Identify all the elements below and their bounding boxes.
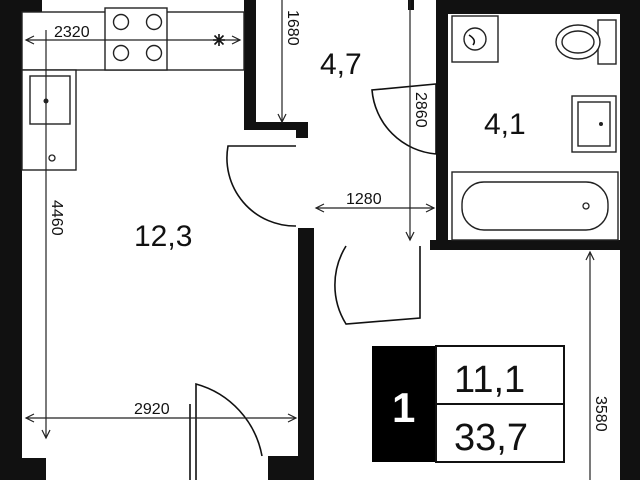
bath-wall-left: [436, 0, 448, 242]
burner-icon: [112, 13, 130, 31]
arrowhead-icon: [231, 35, 242, 45]
area-summary-badge: 1 11,1 33,7: [372, 345, 565, 463]
bathroom-sink-bowl-icon: [577, 101, 611, 147]
hall-door-swing: [334, 245, 421, 325]
bathroom-sink-drain-icon: [599, 122, 603, 126]
toilet-seat-icon: [561, 30, 595, 54]
entrance-door-swing: [195, 382, 263, 480]
sink-bowl-icon: [29, 75, 71, 125]
bath-wall-top: [436, 0, 620, 14]
rooms-count-box: [372, 346, 436, 462]
dimension-lines: [24, 0, 595, 480]
room-area-hall: 4,7: [320, 48, 362, 81]
hall-jamb-right: [408, 0, 414, 10]
dimension-label-kitchen-width: 2320: [54, 24, 90, 41]
bottom-wall-left: [22, 458, 46, 480]
arrowhead-icon: [41, 429, 51, 440]
corridor-wall-vertical: [244, 0, 256, 128]
arrowhead-icon: [24, 35, 35, 45]
dimension-label-bath-length: 2860: [412, 92, 429, 128]
right-exterior-wall: [620, 0, 640, 480]
bottom-wall-mid: [268, 456, 300, 480]
room-area-kitchen-living: 12,3: [134, 220, 192, 253]
bathroom-fixtures: [451, 15, 619, 241]
dimension-label-kitchen-depth: 4460: [48, 200, 65, 236]
washing-machine-drum-icon: [463, 27, 487, 51]
dimension-label-door-width: 1280: [346, 191, 382, 208]
dimension-label-corridor: 1680: [284, 10, 301, 46]
washing-machine-door-icon: [468, 34, 476, 46]
doors: [189, 83, 437, 480]
left-exterior-wall: [0, 0, 22, 480]
faucet-icon: [48, 154, 56, 162]
rooms-count: 1: [392, 384, 415, 431]
corridor-wall-jamb: [296, 122, 308, 138]
corridor-wall-horizontal: [244, 122, 304, 130]
arrowhead-icon: [287, 413, 298, 423]
arrowhead-icon: [24, 413, 35, 423]
arrowhead-icon: [425, 203, 436, 213]
dimension-label-right-length: 3580: [592, 396, 609, 432]
arrowhead-icon: [314, 203, 325, 213]
kitchen-door-swing: [226, 145, 297, 227]
living-area-value: 11,1: [454, 359, 525, 401]
burner-icon: [112, 44, 130, 62]
arrowhead-icon: [277, 113, 287, 124]
arrowhead-icon: [585, 250, 595, 261]
bathroom-door-swing: [371, 83, 437, 155]
dimension-label-room-width: 2920: [134, 401, 170, 418]
arrowhead-icon: [405, 231, 415, 242]
burner-icon: [145, 13, 163, 31]
room-area-bathroom: 4,1: [484, 108, 526, 141]
burner-icon: [145, 44, 163, 62]
bath-wall-bottom: [430, 240, 620, 250]
wall-stub-top-left: [22, 0, 42, 12]
kitchen-fixtures: [21, 7, 245, 171]
total-area-value: 33,7: [454, 417, 528, 459]
bathtub-inner-icon: [461, 181, 609, 231]
bathtub-drain-icon: [582, 202, 590, 210]
kitchen-partition-lower: [298, 228, 314, 480]
